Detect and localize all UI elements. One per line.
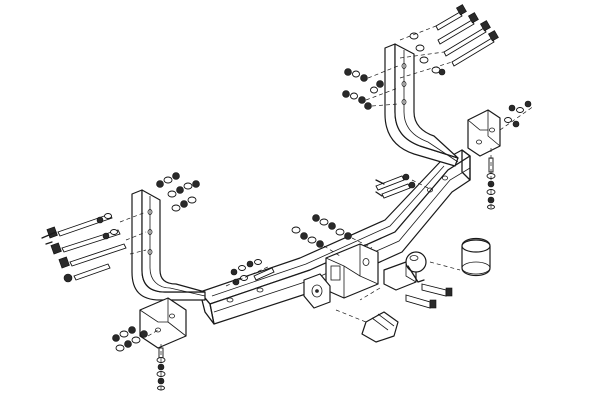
right-side-bracket <box>384 43 501 167</box>
fastener-set-top-right <box>399 4 499 79</box>
left-side-bracket <box>131 189 206 349</box>
electrical-socket-plate <box>303 273 331 309</box>
fastener-set-left-top <box>41 213 127 283</box>
fastener-set-right-inner <box>342 65 399 110</box>
fastener-set-right-beam <box>375 173 429 199</box>
fastener-set-beam-top <box>291 214 373 257</box>
fastener-set-right-flange <box>486 100 535 210</box>
tow-ball-cover <box>429 237 491 277</box>
fastener-set-left-beam <box>225 259 275 287</box>
main-cross-beam <box>199 149 471 325</box>
tow-ball <box>359 251 453 309</box>
fastener-set-left-flange <box>112 326 166 391</box>
clamp-block <box>335 309 399 343</box>
fastener-set-left-washers <box>96 172 200 255</box>
